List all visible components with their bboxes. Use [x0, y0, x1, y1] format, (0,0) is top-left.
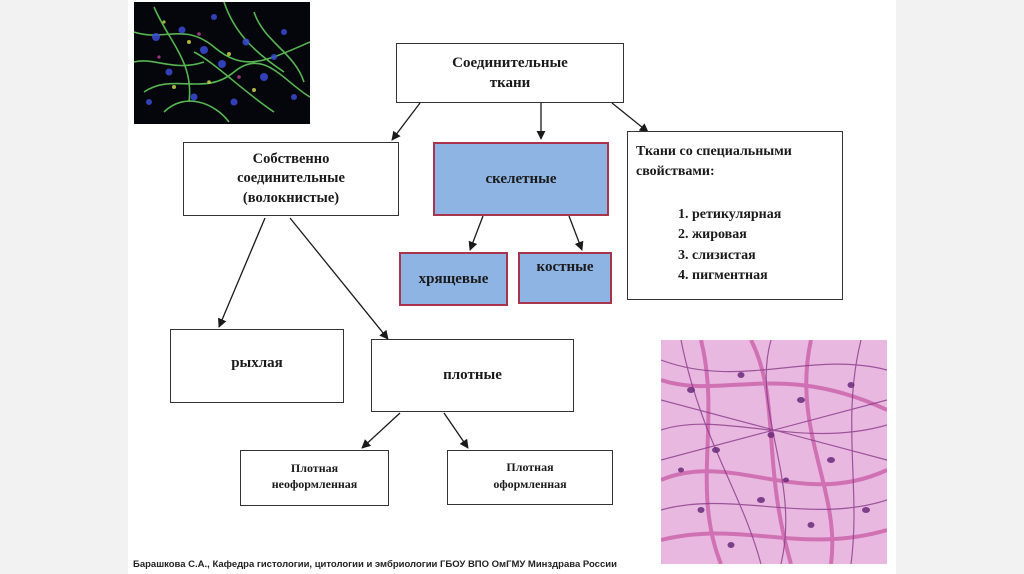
box-proper-connective: Собственно соединительные (волокнистые) [183, 142, 399, 216]
loose-tissue-micrograph [661, 340, 887, 564]
box-bone-label: костные [536, 258, 594, 275]
box-dense-regular-line-2: оформленная [493, 476, 567, 491]
footer-credit: Барашкова С.А., Кафедра гистологии, цито… [133, 559, 617, 570]
box-loose-label: рыхлая [231, 354, 283, 371]
box-loose: рыхлая [170, 329, 344, 403]
box-proper-connective-line-1: Собственно [252, 150, 330, 167]
special-title-line-1: Ткани со специальными [636, 144, 792, 159]
box-skeletal: скелетные [433, 142, 609, 216]
arrow-dense-to-regular [443, 412, 469, 449]
box-skeletal-label: скелетные [485, 170, 557, 187]
special-item: 3. слизистая [678, 247, 756, 263]
loose-tissue-micrograph-image [661, 340, 887, 564]
box-dense-irregular: Плотная неоформленная [240, 450, 389, 506]
arrow-root-to-special [611, 102, 649, 133]
arrow-dense-to-irregular [361, 412, 401, 449]
arrow-skeletal-to-cartilage [468, 215, 484, 251]
special-title-line-2: свойствами: [636, 163, 715, 179]
box-proper-connective-line-3: (волокнистые) [242, 189, 340, 206]
box-connective-tissues-line-2: ткани [489, 75, 531, 91]
arrow-proper-to-loose [217, 217, 266, 328]
box-cartilage: хрящевые [399, 252, 508, 306]
box-dense: плотные [371, 339, 574, 412]
box-special-properties: Ткани со специальными свойствами: 1. рет… [627, 131, 843, 300]
arrow-proper-to-dense [289, 217, 389, 340]
special-list: 1. ретикулярная 2. жировая 3. слизистая … [678, 205, 792, 286]
box-connective-tissues-line-1: Соединительные [452, 54, 568, 71]
box-dense-regular-line-1: Плотная [506, 460, 554, 475]
fluorescence-micrograph [134, 2, 310, 124]
box-dense-label: плотные [443, 367, 502, 384]
special-item: 1. ретикулярная [678, 207, 782, 223]
box-dense-irregular-line-1: Плотная [290, 460, 339, 475]
box-dense-irregular-line-2: неоформленная [271, 477, 358, 491]
fluorescence-micrograph-image [134, 2, 310, 124]
box-cartilage-label: хрящевые [418, 270, 489, 287]
box-proper-connective-line-2: соединительные [237, 170, 345, 187]
box-connective-tissues: Соединительные ткани [396, 43, 624, 103]
arrow-skeletal-to-bone [568, 215, 584, 251]
arrow-root-to-proper [391, 102, 421, 141]
box-dense-regular: Плотная оформленная [447, 450, 613, 505]
special-item: 4. пигментная [678, 268, 768, 284]
special-item: 2. жировая [678, 227, 747, 243]
box-bone: костные [518, 252, 612, 304]
